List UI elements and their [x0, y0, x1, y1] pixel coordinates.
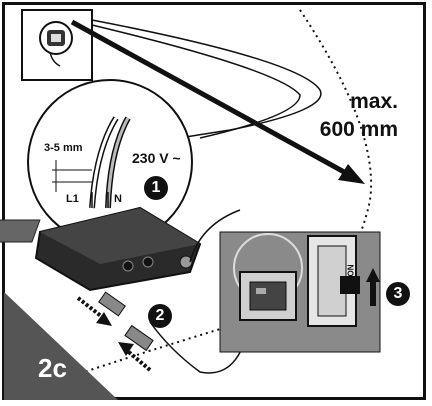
max-distance-label: max. 600 mm	[320, 88, 398, 144]
flush-box-actuator	[239, 271, 297, 321]
terminal-l1-label: L1	[66, 193, 79, 205]
wire-l1	[89, 116, 119, 209]
switch-up-arrow-icon	[366, 268, 380, 306]
breaker-on-label: ON	[346, 264, 356, 277]
actuator-device	[0, 206, 202, 292]
step-1-badge: 1	[144, 176, 168, 200]
cable-loop	[91, 24, 301, 139]
max-distance-line2: 600 mm	[319, 118, 398, 141]
figure-frame	[2, 2, 426, 400]
step-2-badge: 2	[148, 304, 172, 328]
corner-shade	[4, 292, 118, 400]
figure-tag: 2c	[38, 353, 67, 383]
strip-length-label: 3-5 mm	[44, 142, 83, 154]
max-distance-line1: max.	[350, 90, 398, 113]
connector-plug	[98, 291, 154, 352]
circuit-breaker	[307, 235, 360, 327]
push-arrow-icon	[76, 296, 112, 326]
device-thumbnail-icon	[39, 21, 73, 67]
distance-arrow-head	[338, 164, 365, 184]
step-3-badge: 3	[386, 282, 410, 306]
antenna-cable	[189, 209, 241, 263]
voltage-label: 230 V ~	[132, 150, 181, 166]
push-arrow-icon	[118, 342, 152, 372]
terminal-n-label: N	[114, 193, 122, 205]
distance-arrow	[70, 19, 357, 181]
